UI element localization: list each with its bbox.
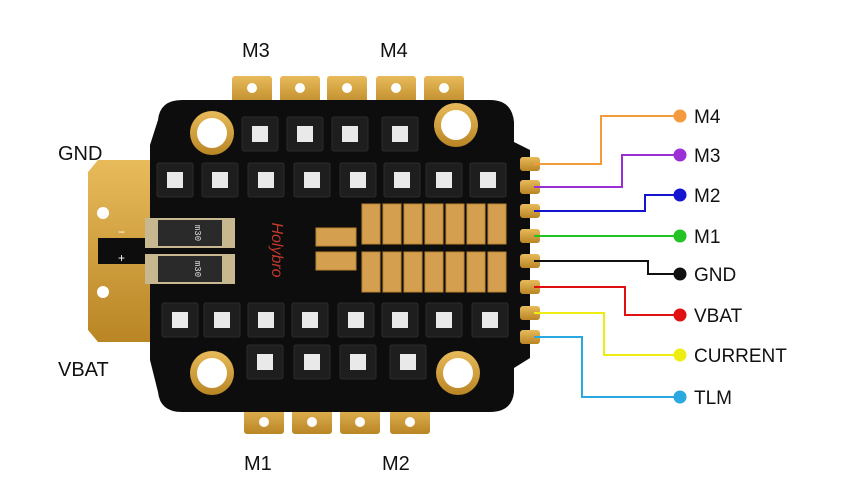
capacitor — [382, 251, 402, 293]
capacitor — [424, 203, 444, 245]
capacitor — [445, 203, 465, 245]
mosfet-die — [436, 172, 452, 188]
mounting-holes — [190, 103, 480, 395]
capacitor — [487, 203, 507, 245]
leader-line — [534, 260, 678, 275]
polarity-minus: − — [118, 225, 125, 239]
leader-dot — [673, 348, 687, 362]
capacitor — [361, 251, 381, 293]
leader-dot — [673, 308, 687, 322]
mosfet-die — [258, 172, 274, 188]
motor-pad-hole — [405, 417, 415, 427]
connector-pin — [520, 330, 540, 344]
leader-line — [534, 194, 678, 212]
mosfet-die — [480, 172, 496, 188]
leader-line — [534, 115, 678, 165]
pin-label: M4 — [694, 107, 721, 128]
mosfet-die — [342, 126, 358, 142]
capacitor — [403, 251, 423, 293]
mosfet-die — [302, 312, 318, 328]
mosfet-die — [400, 354, 416, 370]
motor-pad-hole — [439, 83, 449, 93]
connector-pin — [520, 306, 540, 320]
mosfet-die — [394, 172, 410, 188]
capacitor — [382, 203, 402, 245]
mosfet-die — [350, 354, 366, 370]
pin-label: CURRENT — [694, 346, 787, 367]
label-m1-bottom: M1 — [244, 453, 272, 475]
motor-pad-hole — [391, 83, 401, 93]
capacitor — [487, 251, 507, 293]
mosfet-die — [214, 312, 230, 328]
mosfet-die — [348, 312, 364, 328]
capacitor-bank — [315, 203, 507, 293]
mosfet-die — [482, 312, 498, 328]
mosfet-die — [392, 312, 408, 328]
mosfet-die — [167, 172, 183, 188]
mosfet-die — [304, 172, 320, 188]
brand-logo: Holybro — [268, 222, 285, 277]
capacitor — [315, 227, 357, 247]
pin-label: TLM — [694, 388, 732, 409]
shunt-marking-1: m30 — [192, 225, 202, 241]
leader-line — [534, 312, 678, 356]
power-tab: − + — [88, 160, 150, 342]
motor-pad-hole — [259, 417, 269, 427]
mosfet-die — [304, 354, 320, 370]
label-m3-top: M3 — [242, 40, 270, 62]
connector-pin — [520, 254, 540, 268]
connector-pin — [520, 280, 540, 294]
mosfet-die — [252, 126, 268, 142]
mosfet-die — [350, 172, 366, 188]
motor-pad-hole — [355, 417, 365, 427]
leader-dot — [673, 390, 687, 404]
label-m2-bottom: M2 — [382, 453, 410, 475]
capacitor — [361, 203, 381, 245]
leader-line — [534, 336, 678, 398]
shunt-resistors: m30 m30 — [145, 218, 235, 284]
capacitor — [403, 203, 423, 245]
capacitor — [466, 251, 486, 293]
motor-pad-hole — [295, 83, 305, 93]
capacitor — [424, 251, 444, 293]
connector-pin — [520, 157, 540, 171]
mosfet-die — [436, 312, 452, 328]
pin-label: GND — [694, 265, 736, 286]
mosfet-die — [258, 312, 274, 328]
mosfet-die — [212, 172, 228, 188]
leader-dot — [673, 188, 687, 202]
mosfet-die — [297, 126, 313, 142]
label-m4-top: M4 — [380, 40, 408, 62]
motor-pad-hole — [247, 83, 257, 93]
motor-pad-hole — [342, 83, 352, 93]
label-vbat-side: VBAT — [58, 359, 109, 381]
signal-connector — [520, 157, 540, 344]
leader-dot — [673, 267, 687, 281]
leader-dot — [673, 109, 687, 123]
pin-label: M2 — [694, 186, 720, 207]
connector-pin — [520, 229, 540, 243]
pin-label: M1 — [694, 227, 720, 248]
motor-pad-hole — [307, 417, 317, 427]
capacitor — [445, 251, 465, 293]
capacitor — [315, 251, 357, 271]
leader-line — [534, 154, 678, 188]
leader-dot — [673, 148, 687, 162]
shunt-marking-2: m30 — [192, 261, 202, 277]
pin-label: M3 — [694, 146, 720, 167]
polarity-plus: + — [118, 251, 125, 265]
capacitor — [466, 203, 486, 245]
leader-dot — [673, 229, 687, 243]
leader-line — [534, 286, 678, 316]
mosfet-array — [156, 116, 509, 380]
label-gnd-side: GND — [58, 143, 102, 165]
connector-pin — [520, 204, 540, 218]
mosfet-die — [172, 312, 188, 328]
pin-label: VBAT — [694, 306, 743, 327]
connector-pin — [520, 180, 540, 194]
mosfet-die — [392, 126, 408, 142]
mosfet-die — [257, 354, 273, 370]
